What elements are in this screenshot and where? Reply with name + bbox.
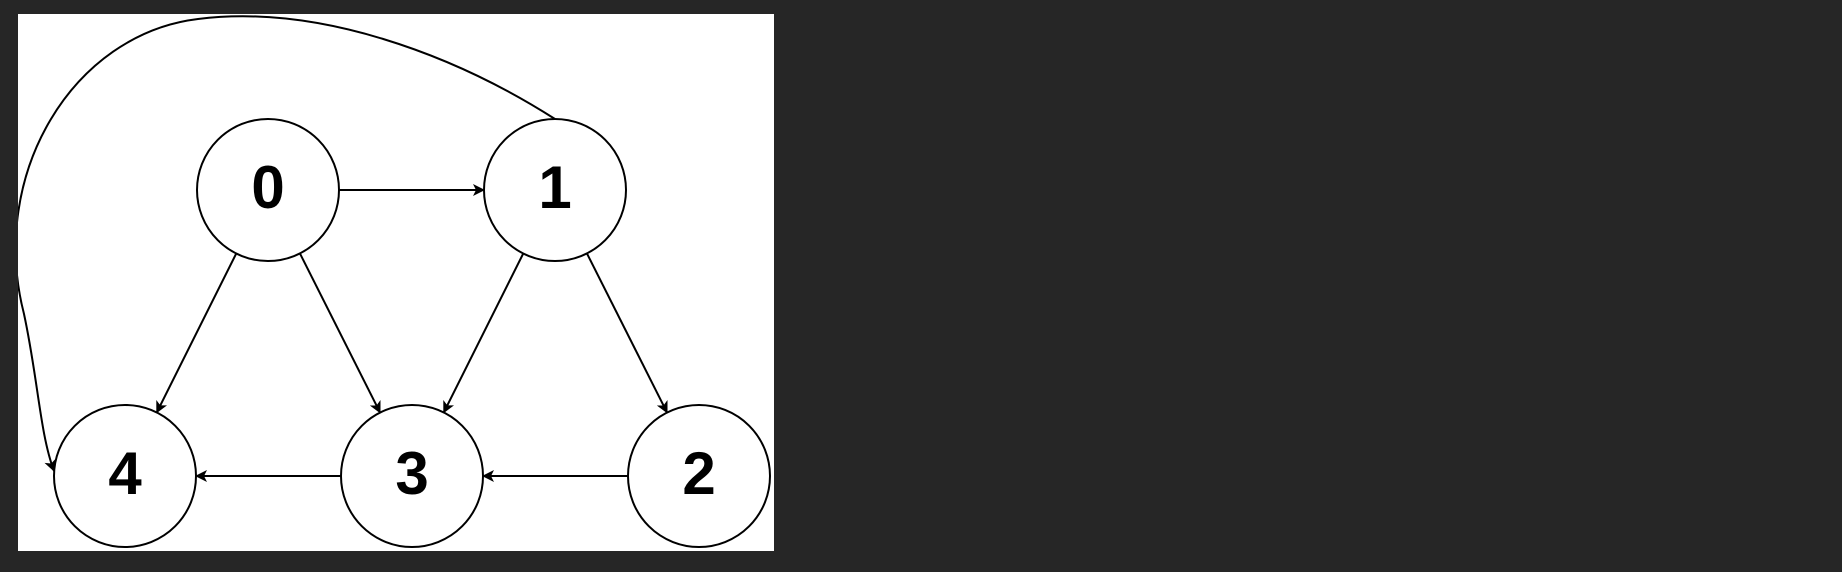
node-0: 0 — [196, 118, 340, 262]
node-1-circle — [483, 118, 627, 262]
node-3-label: 3 — [395, 440, 428, 507]
node-3-circle — [340, 404, 484, 548]
node-4-label: 4 — [108, 440, 142, 507]
node-2-label: 2 — [682, 440, 715, 507]
edge-0-to-4 — [155, 253, 238, 414]
node-2: 2 — [627, 404, 771, 548]
node-4-circle — [53, 404, 197, 548]
diagram-canvas: 0 1 2 3 4 — [18, 14, 774, 551]
node-0-circle — [196, 118, 340, 262]
directed-graph: 0 1 2 3 4 — [18, 15, 771, 548]
node-1-label: 1 — [538, 154, 571, 221]
edge-1-to-2 — [586, 252, 668, 414]
edge-1-to-4 — [18, 15, 556, 472]
node-1: 1 — [483, 118, 627, 262]
node-2-circle — [627, 404, 771, 548]
edge-1-to-3 — [442, 253, 525, 414]
edge-0-to-3 — [299, 252, 381, 414]
node-4: 4 — [53, 404, 197, 548]
node-3: 3 — [340, 404, 484, 548]
node-0-label: 0 — [251, 154, 284, 221]
